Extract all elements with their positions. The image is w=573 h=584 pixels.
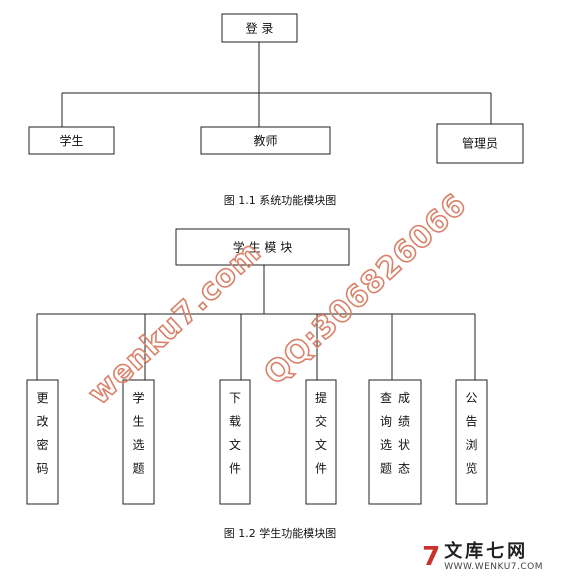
admin-node-label: 管理员 [462,136,498,151]
module-label: 公告浏览 [465,391,477,476]
module-query-status [368,379,422,505]
figure-1-caption: 图 1.1 系统功能模块图 [224,193,337,207]
module-change-password [26,379,59,505]
figure-1: 登 录 学生 教师 管理员 图 1.1 系统功能模块图 [28,13,524,207]
brand-mark: 7 [422,542,441,573]
brand-text: 文库七网 WWW.WENKU7.COM [444,542,543,572]
teacher-node [200,126,331,155]
admin-node [436,123,524,164]
module-download-files [219,379,251,505]
module-select-topic [122,379,155,505]
module-label: 更改密码 [36,391,48,476]
module-label: 查询选题成绩状态 [380,391,410,476]
student-node [28,126,115,155]
student-module-label: 学 生 模 块 [233,240,292,255]
module-announcements [455,379,488,505]
module-labels: 更改密码 学生选题 下载文件 提交文件 查询选题成绩状态 公告浏览 [36,390,477,476]
login-node-label: 登 录 [246,21,274,36]
login-node [221,13,298,43]
figure-2: 学 生 模 块 更改密码 学生选题 下载文件 提交文件 查询选题成绩状态 公告浏览 图 1… [26,228,488,540]
student-module-node [175,228,350,266]
brand-name: 文库七网 [444,541,529,563]
teacher-node-label: 教师 [253,133,277,148]
student-node-label: 学生 [59,133,83,148]
wenku7-logo: 7 文库七网 WWW.WENKU7.COM [422,542,543,572]
module-label: 学生选题 [132,390,144,476]
module-submit-files [305,379,337,505]
figure-2-caption: 图 1.2 学生功能模块图 [224,526,337,540]
watermark-qq: QQ:306826066 [258,187,474,392]
module-label: 下载文件 [229,391,241,476]
brand-url: WWW.WENKU7.COM [444,562,543,572]
module-label: 提交文件 [315,390,327,476]
